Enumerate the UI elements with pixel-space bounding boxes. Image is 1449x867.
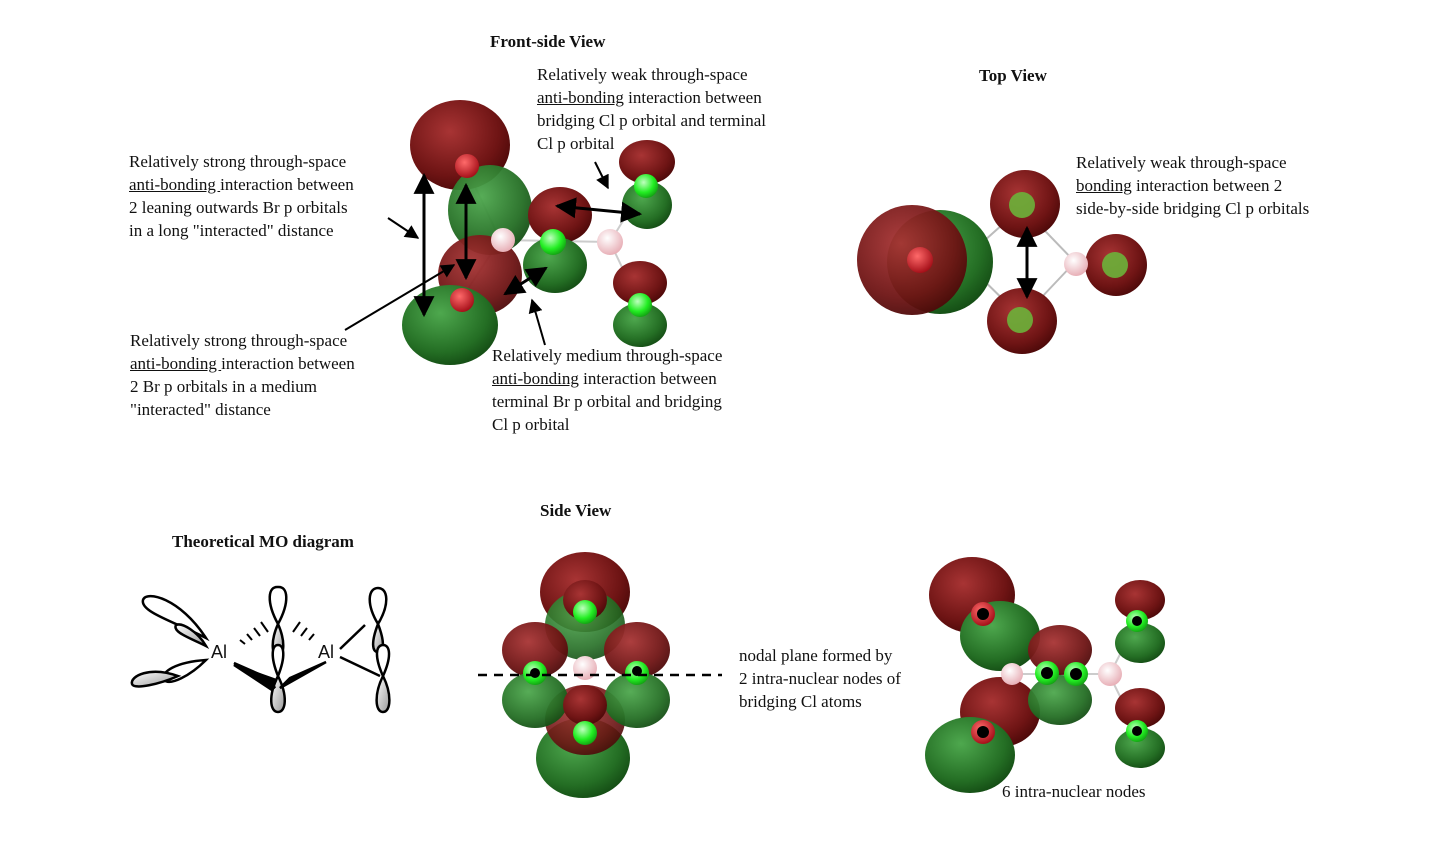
annotation-six-nodes: 6 intra-nuclear nodes [1002,782,1146,801]
al-left-label: Al [211,642,228,662]
top-view-heading: Top View [979,66,1047,85]
annotation-weak-antibonding: Relatively weak through-space anti-bondi… [537,65,766,153]
annotation-strong-long: Relatively strong through-space anti-bon… [129,152,354,240]
theory-diagram [130,585,391,714]
front-view-heading: Front-side View [490,32,606,51]
side-view-heading: Side View [540,501,612,520]
theory-heading: Theoretical MO diagram [172,532,354,551]
nodes-view-molecule [925,557,1165,793]
top-view-molecule [857,170,1147,354]
front-view-arrows [344,161,643,346]
annotation-nodal-plane: nodal plane formed by 2 intra-nuclear no… [739,646,901,711]
side-view-molecule [502,552,670,798]
al-right-label: Al [318,642,335,662]
annotation-strong-medium: Relatively strong through-space anti-bon… [130,331,355,419]
annotation-medium: Relatively medium through-space anti-bon… [492,346,723,434]
annotation-weak-bonding: Relatively weak through-space bonding in… [1076,153,1310,218]
